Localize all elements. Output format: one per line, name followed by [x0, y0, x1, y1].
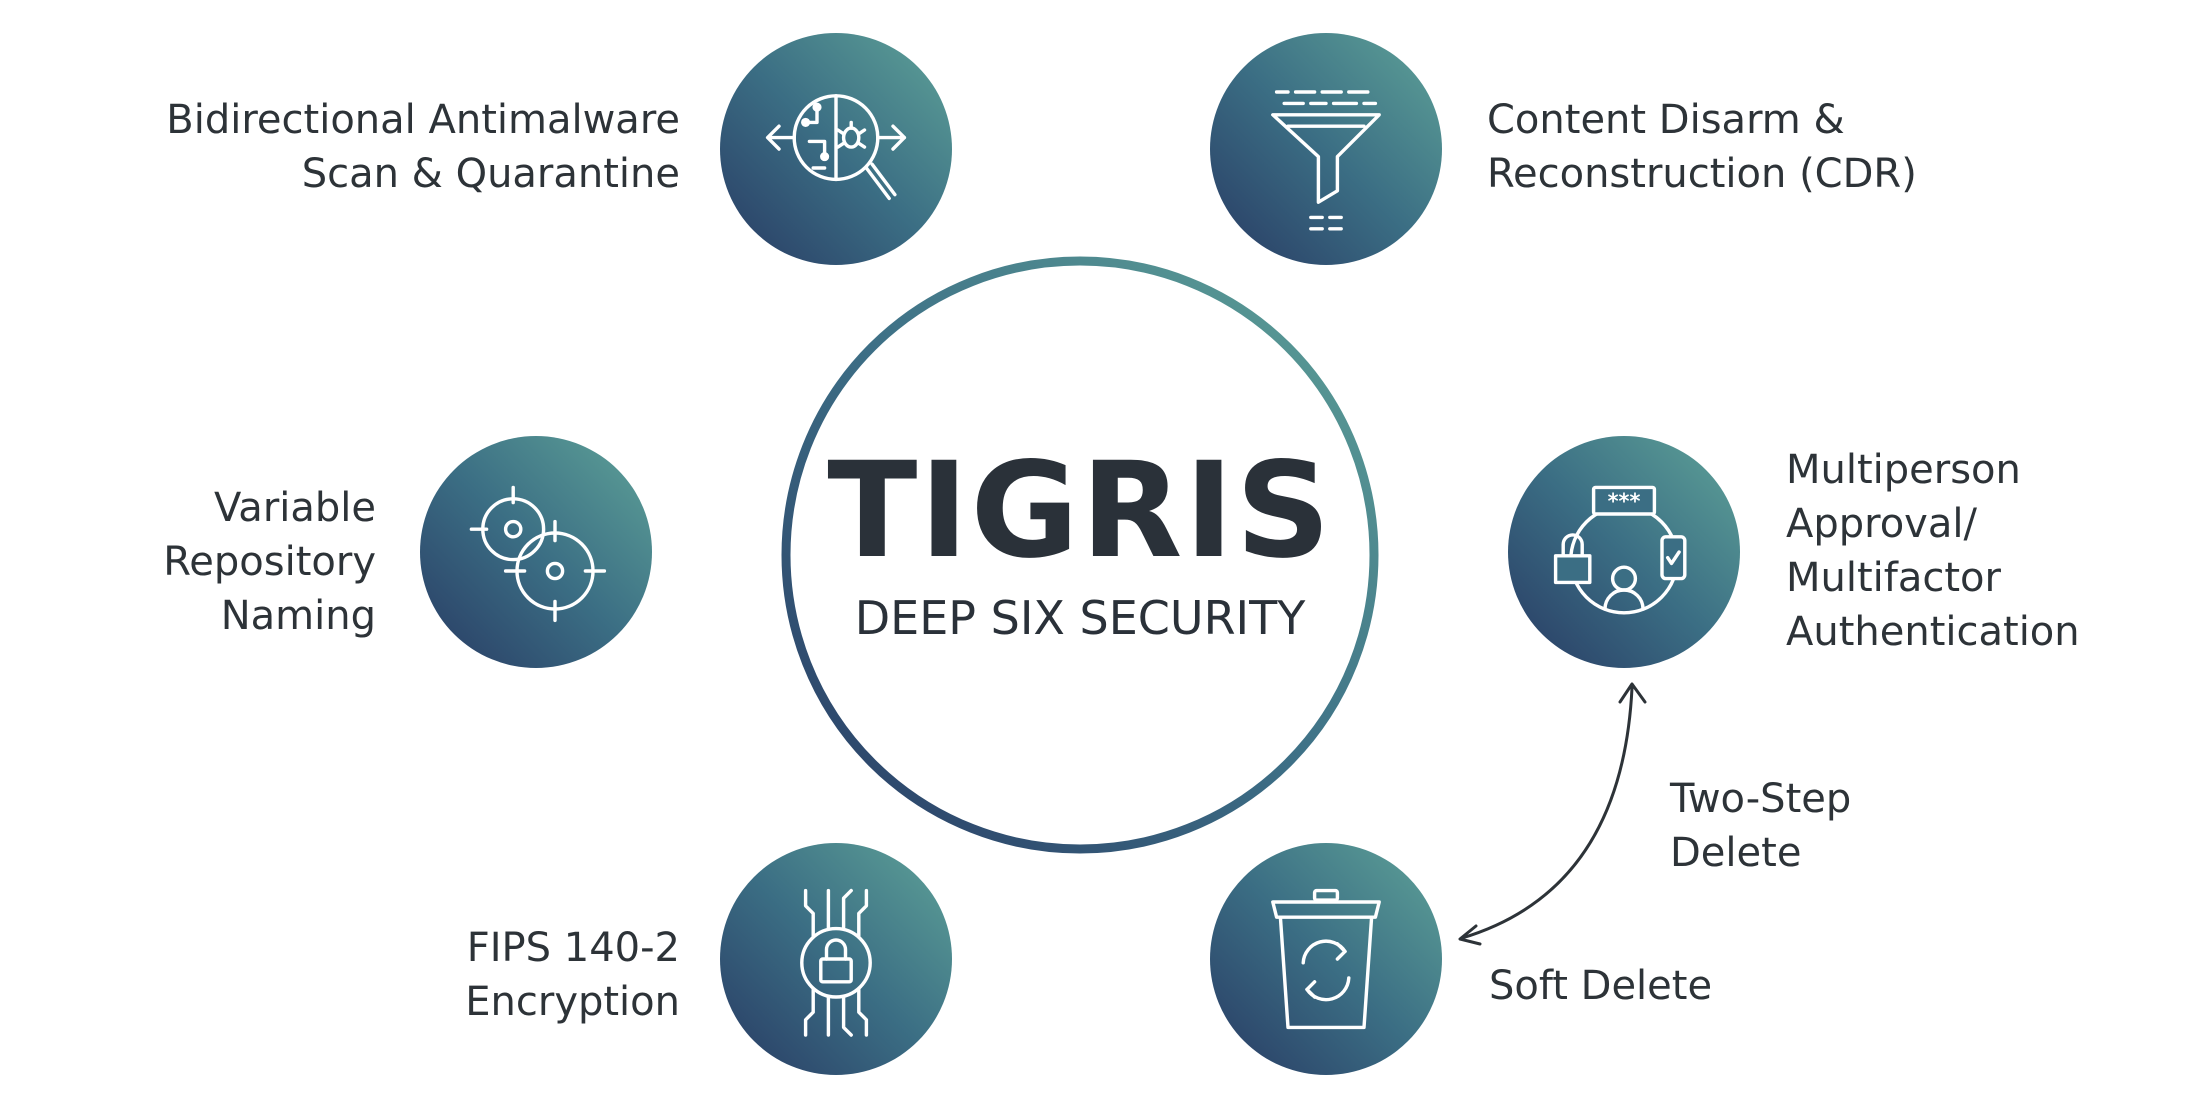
naming-label: Variable Repository Naming	[163, 485, 376, 639]
antimalware-label: Bidirectional Antimalware Scan & Quarant…	[166, 97, 680, 197]
soft-delete-node	[1210, 843, 1442, 1075]
cdr-node	[1210, 33, 1442, 265]
recycle-trash-icon	[1271, 888, 1381, 1030]
crosshair-targets-icon	[469, 485, 607, 623]
svg-text:***: ***	[1608, 489, 1641, 513]
mfa-node: ***	[1508, 436, 1740, 668]
center-title-block: TIGRIS DEEP SIX SECURITY	[780, 445, 1380, 641]
circuit-lock-icon	[800, 888, 872, 1037]
password-user-phone-icon: ***	[1553, 485, 1687, 615]
two-step-label: Two-Step Delete	[1670, 776, 1852, 876]
naming-node	[420, 436, 652, 668]
brain-magnifier-bug-icon	[765, 94, 907, 201]
brand-title: TIGRIS	[827, 434, 1333, 588]
antimalware-node	[720, 33, 952, 265]
brand-subtitle: DEEP SIX SECURITY	[854, 591, 1306, 645]
fips-node	[720, 843, 952, 1075]
fips-label: FIPS 140-2 Encryption	[465, 925, 680, 1025]
mfa-label: Multiperson Approval/ Multifactor Authen…	[1786, 447, 2080, 655]
soft-delete-label: Soft Delete	[1489, 963, 1713, 1009]
cdr-label: Content Disarm & Reconstruction (CDR)	[1487, 97, 1917, 197]
filter-funnel-icon	[1271, 90, 1381, 231]
